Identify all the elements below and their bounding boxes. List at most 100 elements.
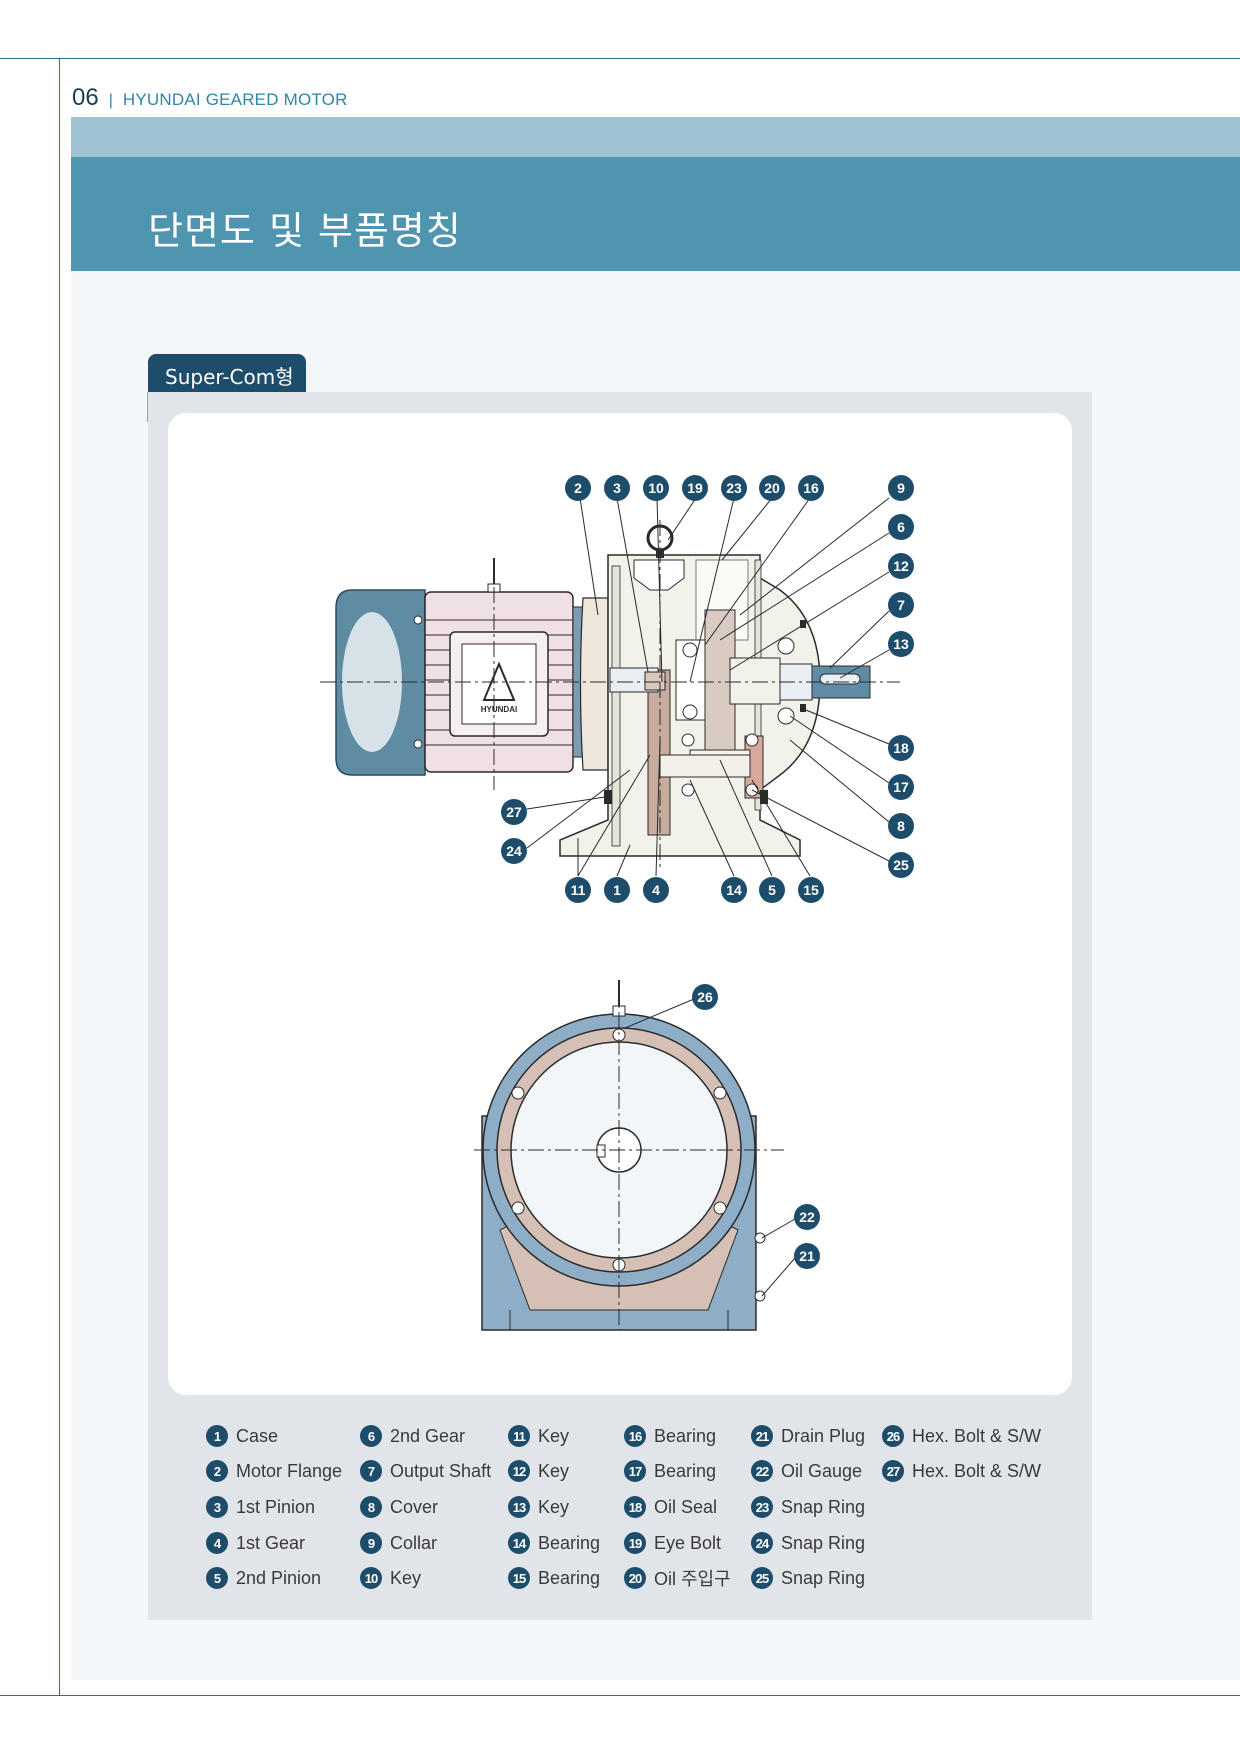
legend-label: Bearing [654, 1425, 717, 1446]
svg-text:8: 8 [897, 818, 905, 834]
legend-number: 17 [624, 1460, 646, 1482]
legend-number: 23 [751, 1496, 773, 1518]
legend-label: Case [236, 1425, 279, 1446]
legend-item: 18 Oil Seal [624, 1493, 717, 1521]
legend-item: 21 Drain Plug [751, 1422, 865, 1450]
drain-plug [754, 1290, 766, 1302]
title-band-light [71, 117, 1240, 157]
legend-number: 18 [624, 1496, 646, 1518]
legend-number: 3 [206, 1496, 228, 1518]
callout-21: 21 [794, 1243, 820, 1269]
legend-label: Bearing [538, 1567, 601, 1588]
side-view-leaders [526, 497, 890, 877]
legend-number: 5 [206, 1567, 228, 1589]
svg-text:3: 3 [613, 480, 621, 496]
legend-label: Bearing [654, 1460, 717, 1481]
motor-flange [579, 597, 609, 771]
oil-gauge [754, 1232, 766, 1244]
callout-24: 24 [501, 838, 527, 864]
legend-label: 1st Gear [236, 1532, 306, 1553]
legend-number: 9 [360, 1532, 382, 1554]
top-rule [0, 58, 1240, 59]
legend-number: 25 [751, 1567, 773, 1589]
legend-label: Snap Ring [781, 1496, 866, 1517]
callout-12: 12 [888, 553, 914, 579]
svg-text:15: 15 [803, 882, 819, 898]
legend-number: 21 [751, 1425, 773, 1447]
svg-text:14: 14 [726, 882, 742, 898]
callout-7: 7 [888, 592, 914, 618]
svg-text:27: 27 [506, 804, 522, 820]
svg-text:6: 6 [897, 519, 905, 535]
legend-label: Drain Plug [781, 1425, 866, 1446]
svg-text:18: 18 [893, 740, 909, 756]
left-margin-rule [59, 58, 60, 1695]
front-view-leaders [624, 998, 796, 1297]
model-tab-label: Super-Com형 [165, 365, 294, 389]
callout-5: 5 [759, 877, 785, 903]
legend-label: Key [538, 1425, 570, 1446]
bottom-rule [0, 1695, 1240, 1696]
svg-text:1: 1 [613, 882, 621, 898]
svg-text:22: 22 [799, 1209, 815, 1225]
svg-text:21: 21 [799, 1248, 815, 1264]
legend-number: 16 [624, 1425, 646, 1447]
legend-label: Key [538, 1460, 570, 1481]
legend-number: 27 [882, 1460, 904, 1482]
svg-text:7: 7 [897, 597, 905, 613]
legend-label: Oil Seal [654, 1496, 718, 1517]
callout-11: 11 [565, 877, 591, 903]
side-view: HYUNDAI [320, 520, 900, 870]
legend-label: Cover [390, 1496, 439, 1517]
legend-item: 24 Snap Ring [751, 1529, 865, 1557]
svg-text:16: 16 [803, 480, 819, 496]
page-number: 06 [72, 84, 99, 111]
callout-19: 19 [682, 475, 708, 501]
legend-label: Snap Ring [781, 1532, 866, 1553]
legend-label: Hex. Bolt & S/W [912, 1425, 1042, 1446]
first-gear [647, 669, 671, 836]
callout-16: 16 [798, 475, 824, 501]
svg-text:24: 24 [506, 843, 522, 859]
header-separator: | [108, 92, 113, 109]
legend-number: 12 [508, 1460, 530, 1482]
motor-brand-text: HYUNDAI [481, 705, 517, 714]
legend-label: Eye Bolt [654, 1532, 722, 1553]
callout-15: 15 [798, 877, 824, 903]
legend-item: 16 Bearing [624, 1422, 716, 1450]
legend-number: 10 [360, 1567, 382, 1589]
legend-number: 1 [206, 1425, 228, 1447]
svg-text:26: 26 [697, 989, 713, 1005]
title-band [71, 157, 1240, 271]
header-title: HYUNDAI GEARED MOTOR [122, 90, 348, 109]
legend-number: 24 [751, 1532, 773, 1554]
legend-number: 6 [360, 1425, 382, 1447]
legend-number: 26 [882, 1425, 904, 1447]
legend-number: 22 [751, 1460, 773, 1482]
svg-text:19: 19 [687, 480, 703, 496]
callout-13: 13 [888, 631, 914, 657]
legend-label: Snap Ring [781, 1567, 866, 1588]
callout-2: 2 [565, 475, 591, 501]
callout-8: 8 [888, 813, 914, 839]
panel-edge [147, 392, 148, 422]
legend-label: Motor Flange [236, 1460, 343, 1481]
legend-item: 1 Case [206, 1422, 278, 1450]
legend-item: 26 Hex. Bolt & S/W [882, 1422, 1041, 1450]
callout-17: 17 [888, 774, 914, 800]
callout-22: 22 [794, 1204, 820, 1230]
legend-number: 13 [508, 1496, 530, 1518]
callout-26: 26 [692, 984, 718, 1010]
callout-10: 10 [643, 475, 669, 501]
